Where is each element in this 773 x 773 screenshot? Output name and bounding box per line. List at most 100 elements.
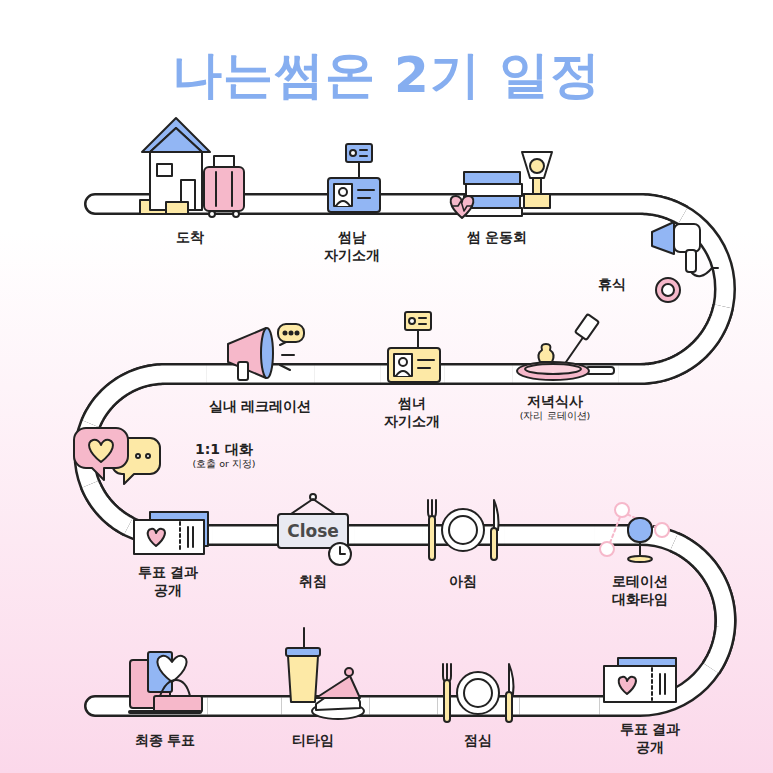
ballot-icon-part bbox=[154, 696, 202, 712]
ticket-icon-part bbox=[134, 520, 204, 554]
road-surface bbox=[85, 204, 726, 706]
house-icon-part bbox=[157, 164, 172, 176]
id-card-icon-part bbox=[336, 201, 350, 206]
stop-label: 도착 bbox=[176, 228, 204, 246]
ticket-icon-part bbox=[604, 666, 676, 702]
cake-icon-part bbox=[345, 668, 353, 676]
suitcase-icon-part bbox=[233, 211, 239, 217]
pan-icon-part bbox=[566, 336, 584, 362]
road-outline bbox=[90, 484, 128, 526]
stop-name: 로테이션 대화타임 bbox=[612, 572, 668, 608]
road-surface bbox=[208, 698, 282, 715]
timeline-stop: 1:1 대화(호출 or 지정) bbox=[70, 424, 258, 484]
hairdryer-icon-part bbox=[656, 278, 680, 302]
trophy-icon-part bbox=[466, 184, 522, 196]
plate-icon-part bbox=[494, 500, 499, 530]
id-card-icon-part bbox=[417, 330, 419, 348]
pan-icon-part bbox=[575, 314, 599, 340]
id-card-icon-part bbox=[409, 318, 415, 324]
plate-icon-part bbox=[464, 679, 492, 707]
hairdryer-icon-part bbox=[674, 224, 700, 252]
timeline-stop: 티타임 bbox=[282, 624, 368, 751]
road-connector bbox=[385, 204, 443, 205]
timeline-stop: 투표 결과 공개 bbox=[600, 654, 710, 758]
pan-icon bbox=[517, 314, 614, 380]
road-surface bbox=[370, 698, 438, 715]
stop-name: 실내 레크레이션 bbox=[209, 397, 312, 415]
ticket-icon bbox=[604, 658, 676, 702]
stop-label: 투표 결과 공개 bbox=[131, 563, 205, 599]
timeline-stop: 저녁식사(자리 로테이션) bbox=[513, 310, 618, 424]
timeline-stop: 실내 레크레이션 bbox=[207, 320, 314, 417]
road-surface bbox=[91, 374, 206, 424]
id-card-icon-part bbox=[388, 348, 440, 382]
road-connector bbox=[444, 374, 512, 375]
road-connector bbox=[355, 535, 423, 536]
road-connector bbox=[90, 484, 128, 526]
pan-icon-part bbox=[586, 367, 614, 374]
road-surface bbox=[557, 204, 683, 216]
close-sign-icon bbox=[278, 494, 351, 565]
stop-label: 티타임 bbox=[292, 731, 334, 749]
stop-label: 썸 운동회 bbox=[467, 228, 528, 246]
stop-name: 도착 bbox=[176, 228, 204, 246]
house-icon-part bbox=[142, 118, 210, 152]
microphone-icon-part bbox=[600, 542, 614, 556]
stop-note: (자리 로테이션) bbox=[520, 410, 590, 422]
house-icon bbox=[140, 118, 210, 214]
road-outline bbox=[618, 306, 723, 374]
id-card-icon-part bbox=[405, 312, 431, 330]
stop-label: 실내 레크레이션 bbox=[209, 397, 312, 415]
microphone-icon-part bbox=[615, 503, 629, 517]
ticket-icon-part bbox=[619, 677, 636, 694]
trophy-icon-part bbox=[451, 196, 474, 218]
suitcase-icon-part bbox=[215, 172, 217, 206]
plate-icon-part bbox=[442, 509, 484, 551]
plate-icon-part bbox=[509, 664, 514, 694]
timeline-stop: 썸녀 자기소개 bbox=[382, 308, 444, 432]
road-outline bbox=[385, 193, 443, 215]
megaphone-icon-part bbox=[238, 362, 248, 380]
stop-label: 썸녀 자기소개 bbox=[384, 394, 440, 430]
id-card-icon-part bbox=[358, 197, 370, 199]
id-card-icon-part bbox=[419, 323, 426, 325]
speech-bubble-icon-part bbox=[74, 428, 128, 480]
suitcase-icon-part bbox=[209, 211, 215, 217]
id-card-icon-part bbox=[339, 188, 347, 196]
stop-name: 썸 운동회 bbox=[467, 228, 528, 246]
pan-icon-part bbox=[517, 362, 589, 380]
plate-icon-part bbox=[444, 680, 450, 722]
id-card-icon-part bbox=[334, 184, 352, 206]
trophy-icon-part bbox=[522, 152, 552, 178]
timeline-stop: 썸 운동회 bbox=[444, 148, 556, 248]
road-outline bbox=[370, 695, 438, 717]
trophy-icon-part bbox=[530, 159, 544, 173]
stop-label: 아침 bbox=[449, 572, 477, 590]
stop-name: 저녁식사 bbox=[527, 392, 583, 410]
road-surface bbox=[385, 196, 443, 213]
megaphone-icon bbox=[228, 324, 304, 380]
hairdryer-icon bbox=[652, 222, 718, 302]
megaphone-icon-part bbox=[261, 328, 273, 378]
ticket-icon-part bbox=[192, 527, 194, 547]
road-connector bbox=[370, 706, 438, 707]
close-sign-icon-part bbox=[340, 547, 345, 554]
trophy-icon-part bbox=[464, 172, 520, 184]
house-icon-part bbox=[150, 148, 202, 210]
trophy-icon-part bbox=[453, 201, 472, 211]
stop-label: 투표 결과 공개 bbox=[613, 720, 687, 756]
ticket-icon-part bbox=[187, 527, 189, 547]
stop-name: 1:1 대화 bbox=[195, 440, 253, 458]
id-card-icon-part bbox=[418, 367, 430, 369]
road-connector bbox=[557, 204, 683, 216]
id-card-icon-part bbox=[394, 354, 412, 376]
road-outline bbox=[208, 695, 282, 717]
microphone-icon-part bbox=[639, 542, 641, 556]
stop-label: 휴식 bbox=[598, 275, 626, 293]
stop-name: 썸녀 자기소개 bbox=[384, 394, 440, 430]
suitcase-icon bbox=[204, 156, 244, 217]
stop-name: 점심 bbox=[464, 731, 492, 749]
timeline-stop: 로테이션 대화타임 bbox=[596, 498, 674, 610]
